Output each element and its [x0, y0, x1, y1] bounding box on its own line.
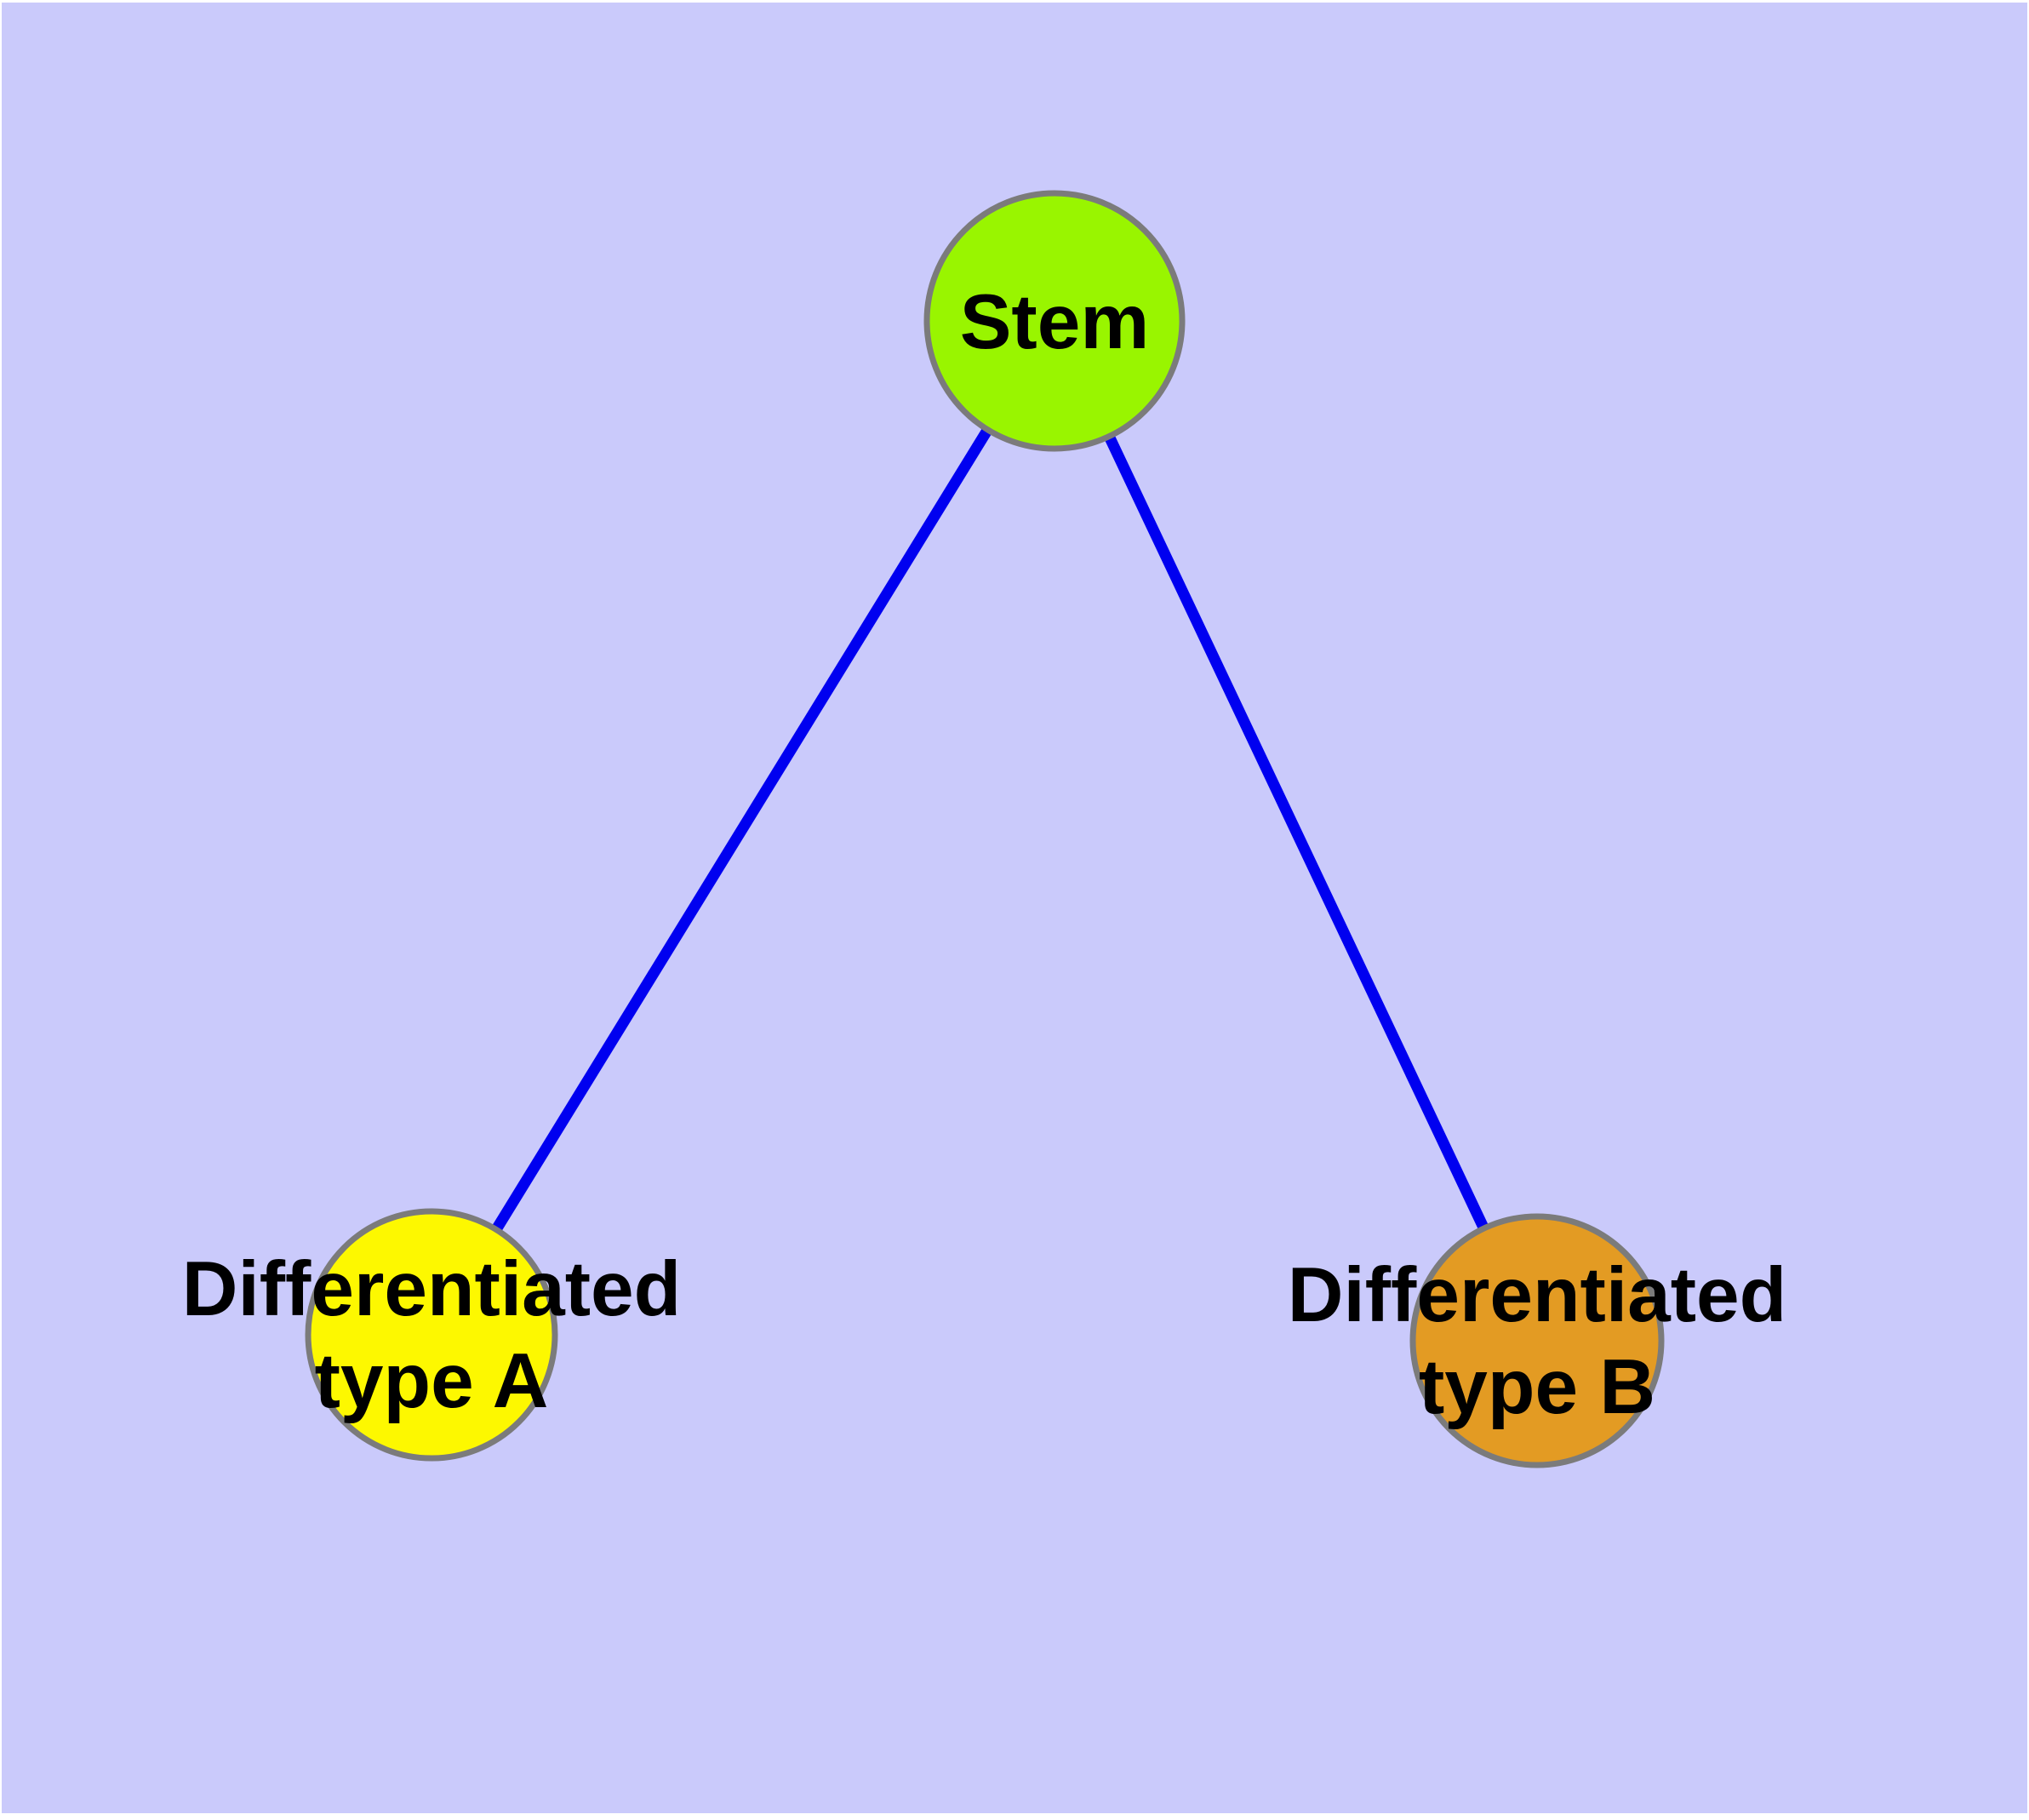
node-label-type-a: Differentiated type A — [182, 1244, 682, 1428]
node-type-a — [305, 1208, 558, 1462]
node-stem — [923, 190, 1186, 452]
node-label-type-a-line1: Differentiated — [181, 1246, 682, 1332]
node-label-type-b-line1: Differentiated — [1287, 1252, 1787, 1338]
edge-stem-type-a — [426, 318, 1060, 1338]
graph-svg — [305, 190, 1665, 1468]
node-label-stem: Stem — [959, 279, 1150, 365]
node-type-b — [1409, 1213, 1665, 1468]
node-label-type-b-line2: type B — [1418, 1344, 1656, 1430]
node-label-type-b: Differentiated type B — [1288, 1250, 1787, 1434]
edge-stem-type-b — [1049, 318, 1542, 1343]
diagram-canvas: Stem Differentiated type A Differentiate… — [2, 3, 2027, 1813]
node-label-type-a-line2: type A — [314, 1338, 549, 1424]
